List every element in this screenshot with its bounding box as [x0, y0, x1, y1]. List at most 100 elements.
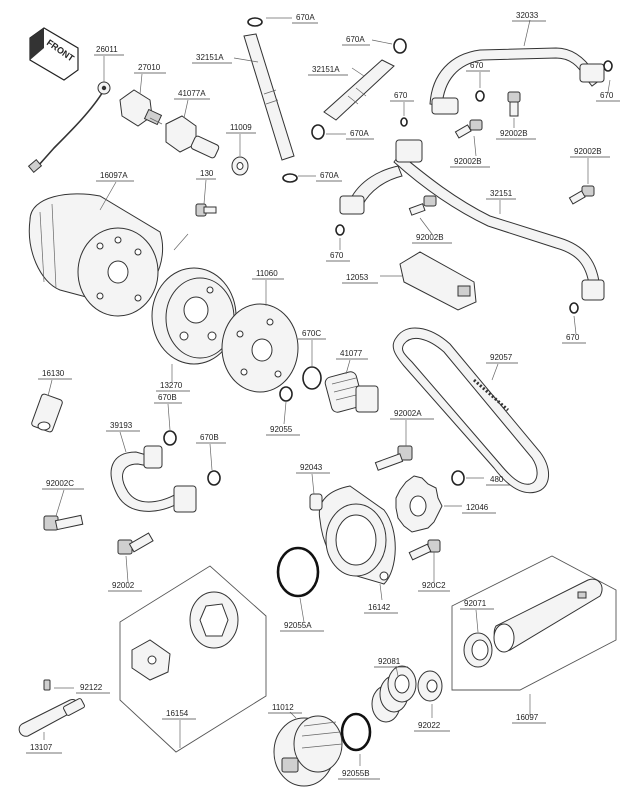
svg-text:12053: 12053	[346, 273, 369, 282]
svg-text:670B: 670B	[200, 433, 219, 442]
fitting-16130-part	[31, 393, 63, 433]
svg-text:16097A: 16097A	[100, 171, 128, 180]
callout-92002: 92002	[108, 581, 142, 592]
callout-32151: 32151	[486, 189, 516, 200]
svg-text:92002: 92002	[112, 581, 135, 590]
callout-670-5: 670	[562, 333, 586, 344]
svg-text:13107: 13107	[30, 743, 53, 752]
svg-text:12046: 12046	[466, 503, 489, 512]
o-ring-670-mid-part	[400, 117, 408, 127]
o-ring-670a-3-part	[393, 38, 407, 54]
callout-670c: 670C	[298, 329, 326, 340]
svg-text:92071: 92071	[464, 599, 487, 608]
callout-480: 480	[486, 475, 510, 486]
filter-cover-plate-part	[151, 267, 237, 365]
callout-16154: 16154	[162, 709, 196, 720]
callout-92071: 92071	[460, 599, 494, 610]
relief-spring-part	[371, 665, 417, 723]
callout-670b-1: 670B	[154, 393, 182, 404]
callout-670a-4: 670A	[346, 129, 374, 140]
callout-11060: 11060	[252, 269, 284, 280]
callout-41077a: 41077A	[174, 89, 210, 100]
o-ring-92055-part	[279, 386, 293, 402]
pin-92122-part	[43, 679, 51, 691]
o-ring-670a-1-part	[247, 17, 263, 27]
callout-670-3: 670	[390, 91, 414, 102]
svg-text:41077: 41077	[340, 349, 363, 358]
o-ring-670-top-part	[475, 90, 485, 102]
callout-92057: 92057	[486, 353, 518, 364]
pump-shaft-part	[18, 698, 85, 737]
callout-92002b-1: 92002B	[496, 129, 536, 140]
leader-lines	[43, 17, 611, 766]
o-ring-670-lower-right-part	[569, 302, 579, 314]
callout-92055a: 92055A	[280, 621, 324, 632]
callout-670a-1: 670A	[292, 13, 318, 24]
callout-32151a-2: 32151A	[308, 65, 348, 76]
svg-text:920C2: 920C2	[422, 581, 446, 590]
gasket-11060-part	[221, 303, 299, 393]
svg-text:32151A: 32151A	[196, 53, 224, 62]
oil-pipe-32151a-upper-part	[243, 33, 295, 161]
svg-text:670B: 670B	[158, 393, 177, 402]
svg-text:92055A: 92055A	[284, 621, 312, 630]
bolt-92002-part	[117, 532, 154, 555]
oil-filter-part	[28, 193, 164, 317]
circlip-480-part	[451, 470, 465, 486]
svg-text:480: 480	[490, 475, 504, 484]
callout-670-4: 670	[326, 251, 350, 262]
outer-rotor-part	[189, 591, 239, 649]
spacer-92071-part	[463, 632, 493, 668]
svg-text:670A: 670A	[296, 13, 315, 22]
svg-text:92002B: 92002B	[574, 147, 602, 156]
o-ring-92055a-part	[276, 546, 320, 598]
svg-text:92002A: 92002A	[394, 409, 422, 418]
washer-92022-part	[417, 670, 443, 702]
o-ring-670b-2-part	[207, 470, 221, 486]
oil-pipe-32033-part	[429, 47, 605, 115]
svg-text:32033: 32033	[516, 11, 539, 20]
callout-92002b-3: 92002B	[570, 147, 610, 158]
oil-pipe-32151a-lower-part	[323, 59, 395, 121]
o-ring-670a-2-part	[282, 173, 298, 183]
drain-plug-11012-part	[273, 715, 343, 787]
callout-labels: 26011 27010 41077A 11009 130 16097A 3215…	[26, 11, 620, 780]
o-ring-670-right-part	[603, 60, 613, 72]
svg-text:92022: 92022	[418, 721, 441, 730]
svg-text:92055: 92055	[270, 425, 293, 434]
svg-text:670: 670	[600, 91, 614, 100]
svg-text:670A: 670A	[346, 35, 365, 44]
svg-text:670: 670	[394, 91, 408, 100]
bolt-130-part	[195, 203, 217, 217]
callout-92002c: 92002C	[42, 479, 84, 490]
callout-92043: 92043	[296, 463, 330, 474]
callout-92022: 92022	[414, 721, 450, 732]
callout-92055b: 92055B	[338, 769, 380, 780]
bolt-92002b-1-part	[507, 91, 521, 117]
bolt-92002a-part	[374, 445, 413, 471]
svg-text:32151: 32151	[490, 189, 513, 198]
svg-text:39193: 39193	[110, 421, 133, 430]
oil-pump-body-part	[318, 485, 396, 585]
group-frame-16154	[119, 565, 267, 753]
callout-670a-2: 670A	[316, 171, 342, 182]
callout-130: 130	[196, 169, 216, 180]
svg-text:92043: 92043	[300, 463, 323, 472]
svg-text:92122: 92122	[80, 683, 103, 692]
bolt-92002b-2-part	[454, 119, 483, 139]
bolt-92002b-4-part	[408, 195, 437, 216]
svg-text:670A: 670A	[320, 171, 339, 180]
callout-670-1: 670	[466, 61, 490, 72]
svg-text:92002B: 92002B	[454, 157, 482, 166]
relief-valve-41077-part	[324, 371, 379, 413]
callout-32033: 32033	[512, 11, 546, 22]
svg-text:670: 670	[566, 333, 580, 342]
svg-text:27010: 27010	[138, 63, 161, 72]
callout-16130: 16130	[38, 369, 72, 380]
callout-670b-2: 670B	[196, 433, 226, 444]
oil-pressure-switch-part	[119, 89, 163, 127]
strainer-pipe-part	[493, 578, 603, 653]
svg-text:92002B: 92002B	[416, 233, 444, 242]
callout-16097: 16097	[512, 713, 546, 724]
